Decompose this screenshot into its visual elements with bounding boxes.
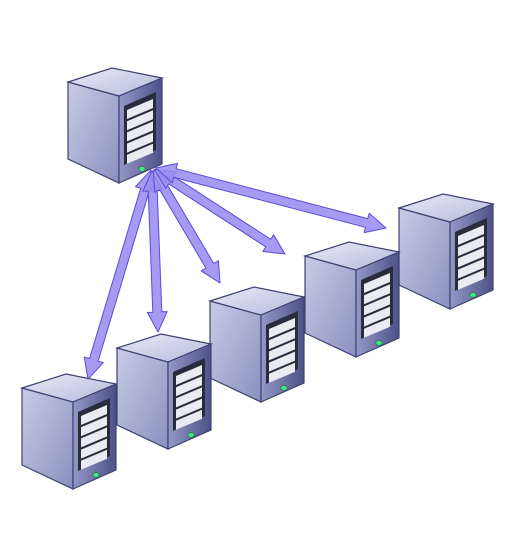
server-front-face [21, 387, 74, 490]
power-led [138, 166, 146, 172]
drive-slot [176, 365, 202, 385]
server-tower-icon [19, 373, 119, 490]
drive-slot [458, 269, 484, 290]
power-led [280, 385, 288, 391]
drive-slot [127, 143, 153, 164]
drive-slot [176, 376, 202, 397]
drive-slot [458, 258, 484, 279]
drive-slot [364, 273, 390, 293]
server-front-face [304, 255, 357, 358]
drive-slot [269, 351, 295, 372]
power-led [92, 472, 100, 478]
drive-slot [127, 99, 153, 119]
server-tower-icon [396, 193, 496, 310]
drive-slot [127, 121, 153, 142]
server-front-face [398, 207, 451, 310]
drive-slot [364, 317, 390, 338]
power-led [469, 292, 477, 298]
drive-slot [364, 295, 390, 316]
power-led [375, 340, 383, 346]
drive-slot [269, 362, 295, 383]
drive-slot [176, 387, 202, 408]
drive-slot [81, 449, 107, 470]
server-front-face [67, 81, 120, 184]
drive-slot [81, 438, 107, 459]
arrows-layer [83, 162, 387, 380]
server-tower-icon [207, 286, 307, 403]
drive-slot [458, 225, 484, 245]
server-front-face [116, 347, 169, 450]
server-front-face [209, 300, 262, 403]
arrow-server-source-to-server-target-2 [142, 170, 168, 333]
drive-slot [364, 284, 390, 305]
drive-slot [81, 405, 107, 425]
drive-slot [127, 132, 153, 153]
drive-slot [81, 416, 107, 437]
drive-slot [176, 398, 202, 419]
server-tower-icon [114, 333, 214, 450]
server-tower-icon [302, 241, 402, 358]
drive-slot [458, 236, 484, 257]
power-led [187, 432, 195, 438]
drive-slot [81, 427, 107, 448]
server-tower-icon [65, 67, 165, 184]
drive-slot [364, 306, 390, 327]
servers-layer [19, 67, 496, 490]
drive-slot [269, 340, 295, 361]
drive-slot [176, 409, 202, 430]
drive-slot [269, 329, 295, 350]
drive-slot [269, 318, 295, 338]
drive-slot [127, 110, 153, 131]
drive-slot [458, 247, 484, 268]
arrow-server-source-to-server-target-5 [155, 162, 387, 234]
